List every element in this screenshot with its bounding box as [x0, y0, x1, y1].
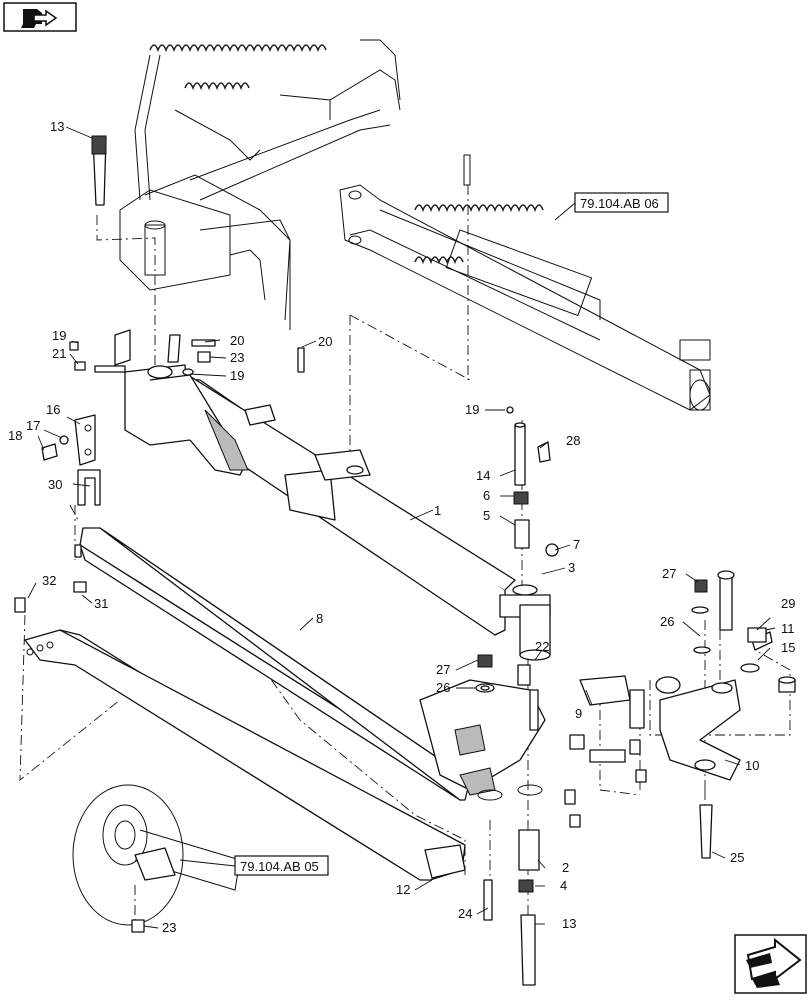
callout-10: 10 [745, 758, 759, 773]
callout-19: 19 [465, 402, 479, 417]
left-hardware [14, 135, 305, 613]
callout-12: 12 [396, 882, 410, 897]
leader-lines [27, 126, 776, 929]
callout-22: 22 [535, 639, 549, 654]
callout-20: 20 [230, 333, 244, 348]
hub-assembly [72, 784, 241, 933]
callout-31: 31 [94, 596, 108, 611]
callout-15: 15 [781, 640, 795, 655]
upper-beam-assembly [124, 364, 551, 661]
callout-23: 23 [230, 350, 244, 365]
callout-29: 29 [781, 596, 795, 611]
callout-4: 4 [560, 878, 567, 893]
callout-24: 24 [458, 906, 472, 921]
callout-30: 30 [48, 477, 62, 492]
book-arrow-icon[interactable] [3, 2, 77, 32]
upper-frame-assembly [119, 39, 401, 330]
callout-17: 17 [26, 418, 40, 433]
right-bracket-assembly [564, 570, 796, 859]
callout-19: 19 [52, 328, 66, 343]
reference-bottom[interactable]: 79.104.AB 05 [179, 855, 329, 876]
lower-tube-assembly [24, 527, 546, 881]
callout-27: 27 [436, 662, 450, 677]
callout-20: 20 [318, 334, 332, 349]
upper-right-linkage-assembly [339, 154, 711, 411]
callout-11: 11 [781, 621, 795, 636]
callout-9: 9 [575, 706, 582, 721]
right-pin-stack [475, 406, 559, 986]
reference-top[interactable]: 79.104.AB 06 [554, 192, 669, 221]
callout-16: 16 [46, 402, 60, 417]
callout-18: 18 [8, 428, 22, 443]
callout-25: 25 [730, 850, 744, 865]
callout-14: 14 [476, 468, 490, 483]
reference-top-label: 79.104.AB 06 [580, 196, 659, 211]
callout-7: 7 [573, 537, 580, 552]
callout-26: 26 [660, 614, 674, 629]
next-page-arrow-icon[interactable] [734, 934, 807, 994]
callout-13: 13 [562, 916, 576, 931]
callout-32: 32 [42, 573, 56, 588]
callout-13: 13 [50, 119, 64, 134]
callout-2: 2 [562, 860, 569, 875]
callout-19: 19 [230, 368, 244, 383]
callout-28: 28 [566, 433, 580, 448]
callout-1: 1 [434, 503, 441, 518]
callout-5: 5 [483, 508, 490, 523]
callout-23: 23 [162, 920, 176, 935]
callout-8: 8 [316, 611, 323, 626]
callout-labels: 13 19 21 20 23 19 20 16 17 18 30 1 19 28… [8, 119, 795, 935]
callout-26: 26 [436, 680, 450, 695]
reference-bottom-label: 79.104.AB 05 [240, 859, 319, 874]
callout-27: 27 [662, 566, 676, 581]
callout-6: 6 [483, 488, 490, 503]
callout-3: 3 [568, 560, 575, 575]
callout-21: 21 [52, 346, 66, 361]
